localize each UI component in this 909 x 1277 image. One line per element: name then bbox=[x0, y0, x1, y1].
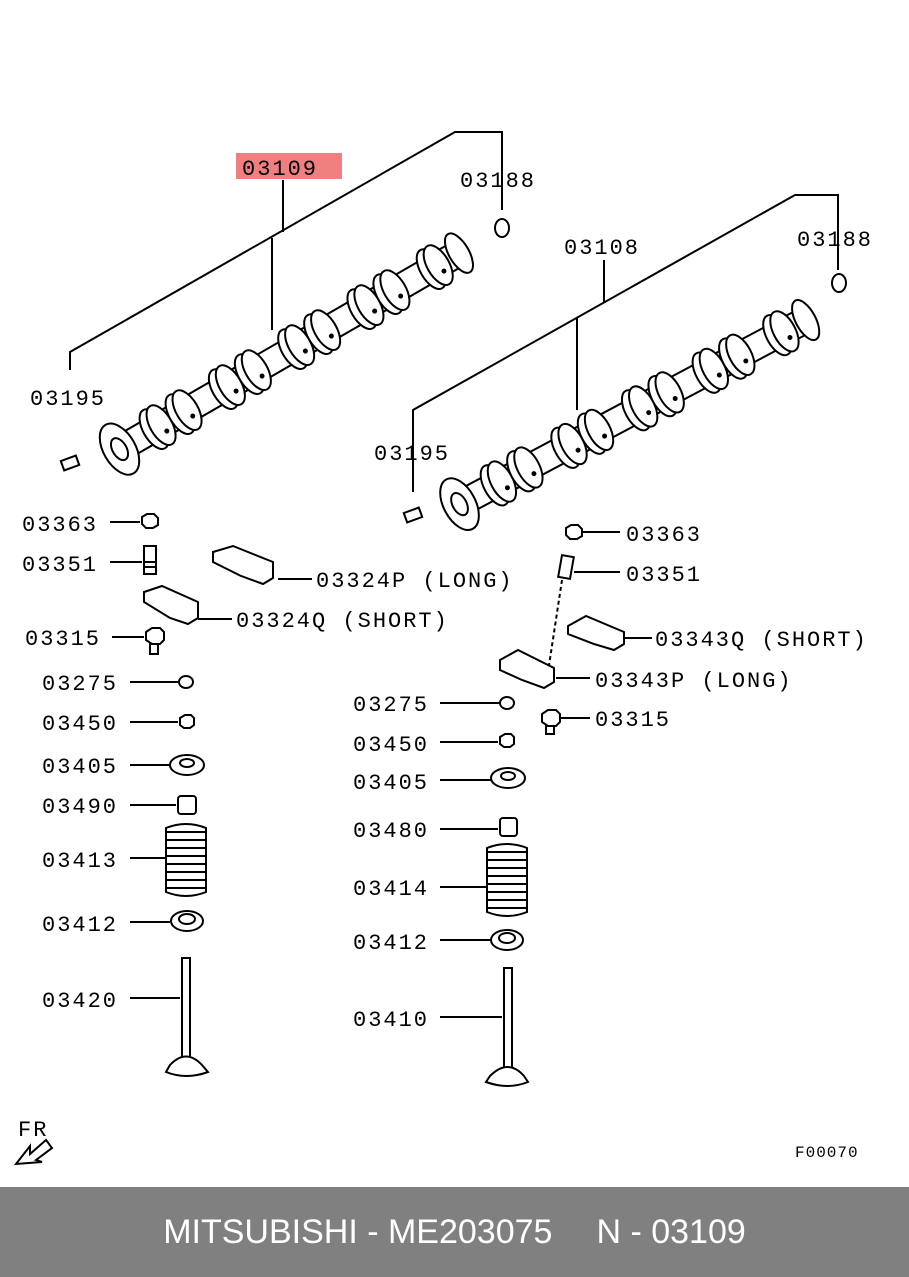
label-03480[interactable]: 03480 bbox=[353, 819, 429, 844]
label-03324p[interactable]: 03324P (LONG) bbox=[316, 569, 514, 594]
front-arrow-icon bbox=[13, 1138, 54, 1166]
label-03410[interactable]: 03410 bbox=[353, 1008, 429, 1033]
camshaft-03108 bbox=[402, 194, 847, 531]
label-03450-right[interactable]: 03450 bbox=[353, 733, 429, 758]
label-03195-right[interactable]: 03195 bbox=[374, 442, 450, 467]
highlight-box bbox=[236, 153, 342, 179]
label-03490[interactable]: 03490 bbox=[42, 795, 118, 820]
label-03343p[interactable]: 03343P (LONG) bbox=[595, 669, 793, 694]
label-03363-right[interactable]: 03363 bbox=[626, 523, 702, 548]
footer-ref: N - 03109 bbox=[596, 1212, 746, 1251]
label-03420[interactable]: 03420 bbox=[42, 989, 118, 1014]
figure-code: F00070 bbox=[795, 1144, 859, 1162]
label-03108[interactable]: 03108 bbox=[564, 236, 640, 261]
label-03412-right[interactable]: 03412 bbox=[353, 931, 429, 956]
label-03315-right[interactable]: 03315 bbox=[595, 708, 671, 733]
label-03343q[interactable]: 03343Q (SHORT) bbox=[655, 628, 868, 653]
label-03275-right[interactable]: 03275 bbox=[353, 693, 429, 718]
label-03412-left[interactable]: 03412 bbox=[42, 913, 118, 938]
label-03351-left[interactable]: 03351 bbox=[22, 553, 98, 578]
label-03413[interactable]: 03413 bbox=[42, 849, 118, 874]
label-03351-right[interactable]: 03351 bbox=[626, 563, 702, 588]
camshaft-03109 bbox=[59, 131, 510, 476]
right-valve-train bbox=[440, 524, 652, 1087]
label-03315-left[interactable]: 03315 bbox=[25, 627, 101, 652]
footer-bar: MITSUBISHI - ME203075 N - 03109 bbox=[0, 1187, 909, 1277]
label-03275-left[interactable]: 03275 bbox=[42, 672, 118, 697]
label-03188-right[interactable]: 03188 bbox=[797, 228, 873, 253]
label-03414[interactable]: 03414 bbox=[353, 877, 429, 902]
front-indicator-label: FR bbox=[18, 1118, 48, 1143]
label-03405-right[interactable]: 03405 bbox=[353, 771, 429, 796]
label-03188-left[interactable]: 03188 bbox=[460, 169, 536, 194]
label-03324q[interactable]: 03324Q (SHORT) bbox=[236, 609, 449, 634]
parts-diagram: 03109 03188 03108 03188 03195 03195 bbox=[13, 131, 873, 1166]
label-03363-left[interactable]: 03363 bbox=[22, 513, 98, 538]
footer-brand-part: MITSUBISHI - ME203075 bbox=[163, 1212, 553, 1251]
label-03450-left[interactable]: 03450 bbox=[42, 712, 118, 737]
left-valve-train bbox=[110, 513, 312, 1077]
label-03405-left[interactable]: 03405 bbox=[42, 755, 118, 780]
label-03195-left[interactable]: 03195 bbox=[30, 387, 106, 412]
label-03109[interactable]: 03109 bbox=[242, 157, 318, 182]
